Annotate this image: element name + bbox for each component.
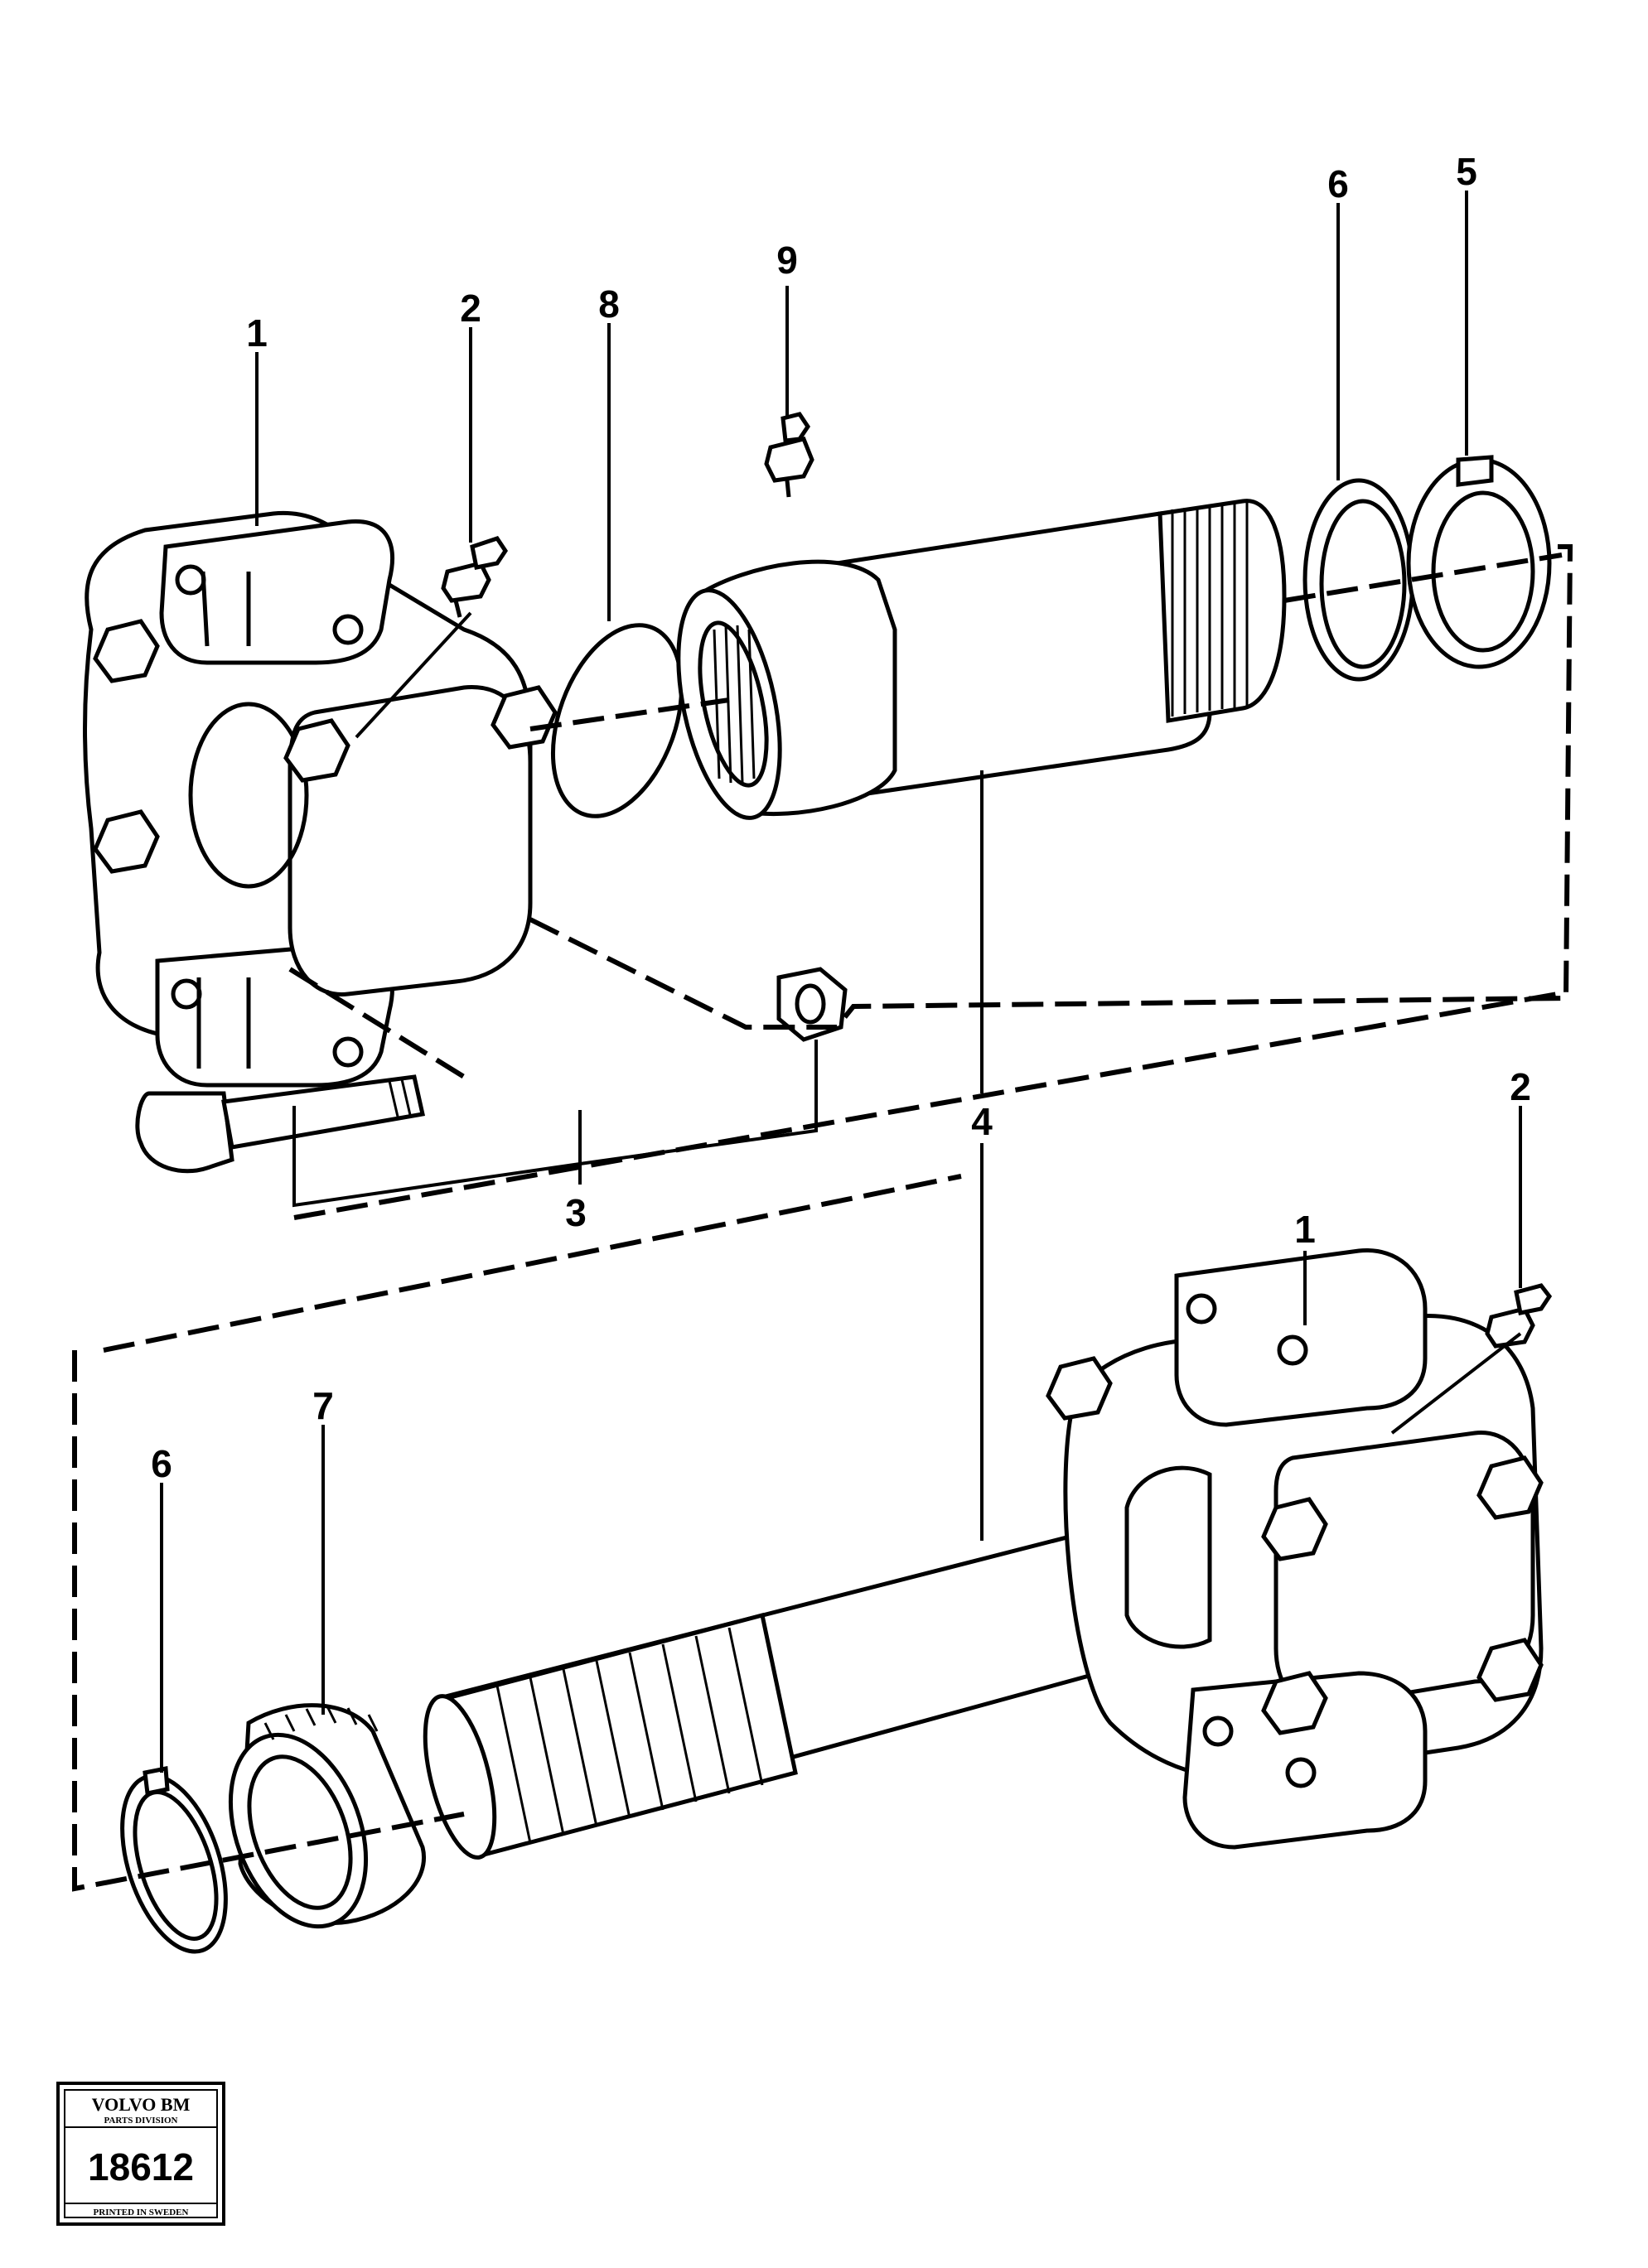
leader-lines — [160, 191, 1522, 1773]
callout-numbers: 1 2 8 9 6 5 3 4 1 2 7 6 — [151, 150, 1531, 1485]
splined-shaft — [423, 1519, 1179, 1860]
callout-1-top: 1 — [246, 311, 268, 355]
callout-6-top: 6 — [1327, 162, 1349, 205]
seal-disc — [550, 623, 684, 818]
sliding-sleeve — [676, 499, 1287, 820]
grease-nipple-sleeve — [764, 412, 814, 498]
callout-8: 8 — [598, 282, 620, 326]
nut — [776, 967, 848, 1042]
callout-4: 4 — [971, 1100, 993, 1143]
universal-joint-top — [83, 510, 558, 1088]
universal-joint-bottom — [1046, 1248, 1544, 1850]
callout-5: 5 — [1456, 150, 1477, 193]
bolt — [135, 1074, 426, 1174]
callout-9: 9 — [776, 239, 798, 282]
stamp-footer: PRINTED IN SWEDEN — [94, 2208, 189, 2217]
knurled-nut — [228, 1703, 426, 1929]
callout-2-top: 2 — [460, 287, 481, 330]
callout-6-bottom: 6 — [151, 1442, 172, 1485]
snap-ring-bottom — [120, 1765, 228, 1954]
grease-nipple-top — [441, 536, 509, 618]
locking-ring — [1406, 455, 1552, 669]
assembly-dash-lines — [72, 544, 1573, 1892]
callout-2-bottom: 2 — [1510, 1065, 1531, 1108]
stamp-number: 18612 — [88, 2145, 194, 2188]
parts-division-stamp: VOLVO BM PARTS DIVISION 18612 PRINTED IN… — [56, 2082, 225, 2226]
callout-1-bottom: 1 — [1294, 1208, 1316, 1251]
stamp-division: PARTS DIVISION — [104, 2116, 178, 2126]
callout-7: 7 — [312, 1384, 334, 1427]
callout-3: 3 — [565, 1191, 587, 1234]
stamp-brand: VOLVO BM — [92, 2094, 191, 2115]
grease-nipple-bottom — [1485, 1283, 1553, 1349]
